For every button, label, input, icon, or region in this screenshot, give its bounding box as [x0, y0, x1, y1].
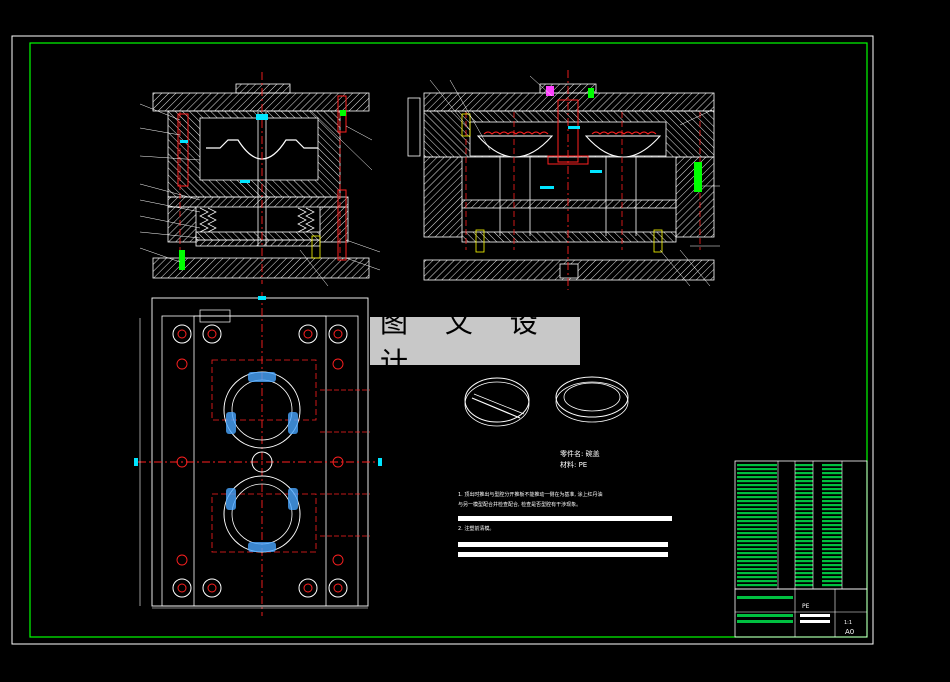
- part-material-label: 材料: PE: [560, 460, 587, 469]
- title-scale: 1:1: [844, 620, 852, 626]
- note-bar-1: [458, 516, 672, 521]
- note-bar-3: [458, 552, 668, 557]
- part-name-label: 零件名: 碗盖: [560, 449, 600, 458]
- part-views: [464, 376, 629, 427]
- plan-view: [134, 292, 382, 616]
- inner-border: [29, 42, 868, 638]
- left-section-view: [139, 72, 381, 287]
- watermark-banner: 图 文 设 计: [370, 306, 580, 379]
- outer-border: [11, 35, 874, 645]
- note-line-2: 与另一模型配合并检查配合, 检查是否型腔有干涉现象。: [458, 501, 581, 508]
- title-sheet-size: A0: [845, 628, 854, 636]
- note-line-1: 1. 顶出时推出与型腔分开推板不能推动一侧在为基准, 涂上红丹油: [458, 491, 603, 498]
- title-material: PE: [802, 603, 810, 610]
- title-block: [734, 588, 868, 638]
- bill-of-materials: [734, 460, 868, 590]
- right-section-view: [407, 70, 720, 290]
- note-line-3: 2. 注塑前清模。: [458, 525, 494, 532]
- note-bar-2: [458, 542, 668, 547]
